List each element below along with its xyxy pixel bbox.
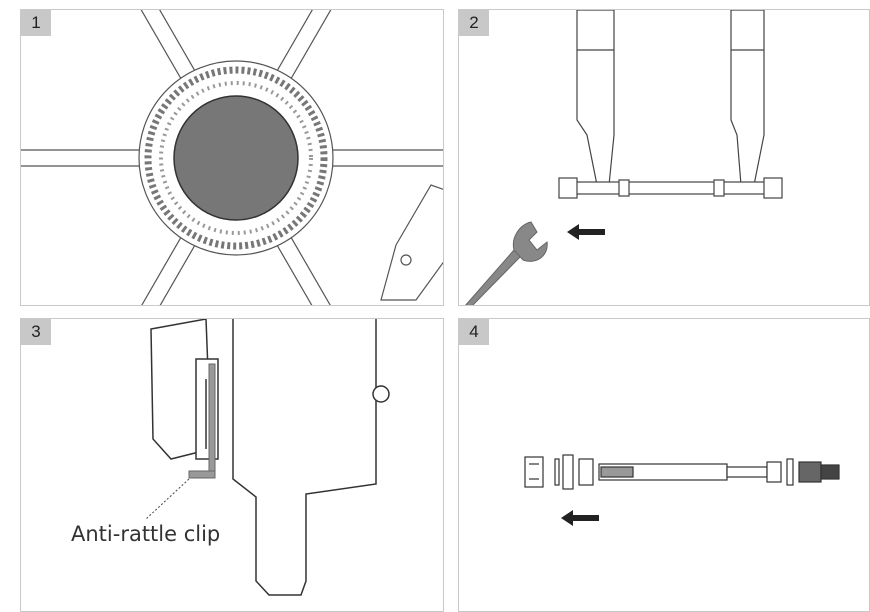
panel-step-1: 1 — [20, 9, 444, 306]
step-number-1: 1 — [21, 10, 51, 36]
arrow-left-icon — [567, 224, 605, 240]
panel-step-4: 4 — [458, 318, 870, 612]
step-number-2: 2 — [459, 10, 489, 36]
panel-step-2: 2 — [458, 9, 870, 306]
hub-disc — [173, 95, 299, 221]
anti-rattle-clip — [188, 363, 216, 479]
step-number-4: 4 — [459, 319, 489, 345]
arrow-left-icon — [561, 510, 599, 526]
axle-parts-illustration — [524, 454, 840, 526]
wrench-icon — [465, 221, 548, 305]
anti-rattle-clip-illustration: Anti-rattle clip — [71, 319, 390, 596]
fork-axle-illustration — [465, 10, 783, 305]
step-number-3: 3 — [21, 319, 51, 345]
panel-step-3: 3 Anti-rattle clip — [20, 318, 444, 612]
wheel-hub-illustration — [21, 10, 443, 305]
anti-rattle-clip-label: Anti-rattle clip — [71, 522, 220, 546]
